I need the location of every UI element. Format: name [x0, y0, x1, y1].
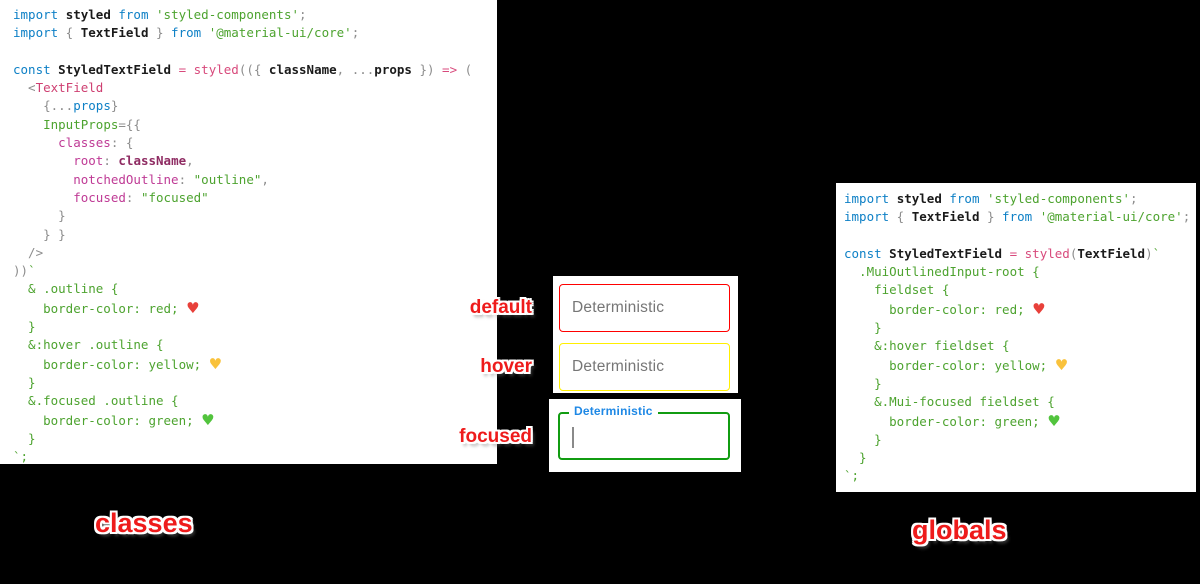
code-line: ))` [13, 263, 36, 279]
annotation-focused: focused [459, 426, 532, 447]
textfield-default[interactable]: Deterministic [559, 284, 730, 332]
code-line: } [844, 375, 882, 391]
code-line: } [13, 430, 36, 446]
code-line: classes: { [58, 135, 134, 151]
code-line: } [13, 374, 36, 390]
code-line: border-color: green; ♥ [13, 410, 215, 429]
code-line: /> [13, 244, 44, 260]
code-line: } [13, 319, 36, 335]
code-line: import { TextField } from '@material-ui/… [844, 209, 1191, 225]
code-line: } [844, 450, 867, 466]
textfield-focused[interactable]: Deterministic [558, 404, 730, 460]
code-line: } [844, 431, 882, 447]
annotation-default: default [469, 297, 532, 318]
code-line: root: className, [73, 153, 194, 169]
code-line: border-color: yellow; ♥ [13, 354, 223, 373]
caption-classes: classes [95, 508, 193, 538]
caption-globals: globals [912, 515, 1007, 545]
code-line: import styled from 'styled-components'; [13, 7, 307, 22]
code-line: InputProps={{ [43, 116, 141, 132]
code-line: border-color: green; ♥ [844, 411, 1061, 430]
code-panel-globals: import styled from 'styled-components'; i… [836, 183, 1196, 492]
code-line: &.Mui-focused fieldset { [844, 394, 1055, 410]
code-line: &:hover fieldset { [844, 338, 1010, 354]
code-line: import { TextField } from '@material-ui/… [13, 25, 360, 41]
code-line: notchedOutline: "outline", [73, 171, 269, 187]
code-line: focused: "focused" [73, 189, 209, 205]
code-panel-classes: import styled from 'styled-components'; i… [0, 0, 497, 464]
code-line [844, 227, 1196, 245]
code-line: fieldset { [844, 282, 950, 298]
code-line: border-color: red; ♥ [13, 298, 200, 317]
code-line: border-color: red; ♥ [844, 299, 1046, 318]
code-line: border-color: yellow; ♥ [844, 355, 1069, 374]
code-line: `; [844, 468, 860, 484]
textfield-hover[interactable]: Deterministic [559, 343, 730, 391]
textfield-hover-label: Deterministic [572, 358, 665, 375]
code-line: const StyledTextField = styled(({ classN… [13, 61, 473, 77]
code-line: } [13, 208, 66, 224]
textfield-focused-floating-label: Deterministic [569, 404, 658, 418]
code-line: } [844, 320, 882, 336]
code-line [13, 43, 497, 61]
code-line: &:hover .outline { [13, 337, 164, 353]
code-line: } } [13, 226, 66, 242]
code-line: <TextField [13, 80, 104, 96]
code-line: {...props} [13, 98, 119, 114]
textfield-default-label: Deterministic [572, 299, 665, 316]
code-line: import styled from 'styled-components'; [844, 191, 1138, 206]
code-line: .MuiOutlinedInput-root { [844, 264, 1040, 280]
code-line: &.focused .outline { [13, 393, 179, 409]
annotation-hover: hover [480, 356, 532, 377]
text-cursor [572, 427, 574, 448]
code-line: `; [13, 449, 29, 465]
code-line: & .outline { [13, 281, 119, 297]
code-line: const StyledTextField = styled(TextField… [844, 245, 1161, 261]
